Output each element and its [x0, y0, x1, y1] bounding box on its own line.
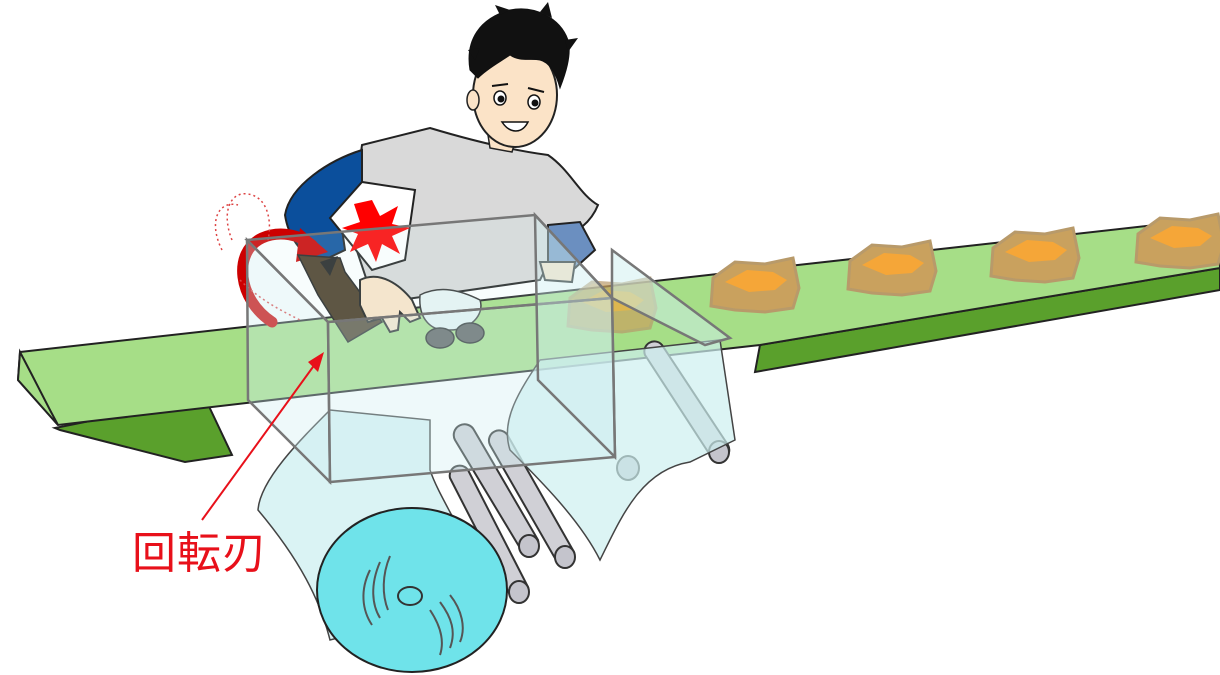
product-item [1136, 214, 1220, 268]
film-roll [317, 508, 507, 672]
product-item [711, 258, 799, 312]
rotating-blade-label: 回転刃 [132, 532, 267, 576]
product-item [848, 241, 936, 295]
product-item [991, 228, 1079, 282]
